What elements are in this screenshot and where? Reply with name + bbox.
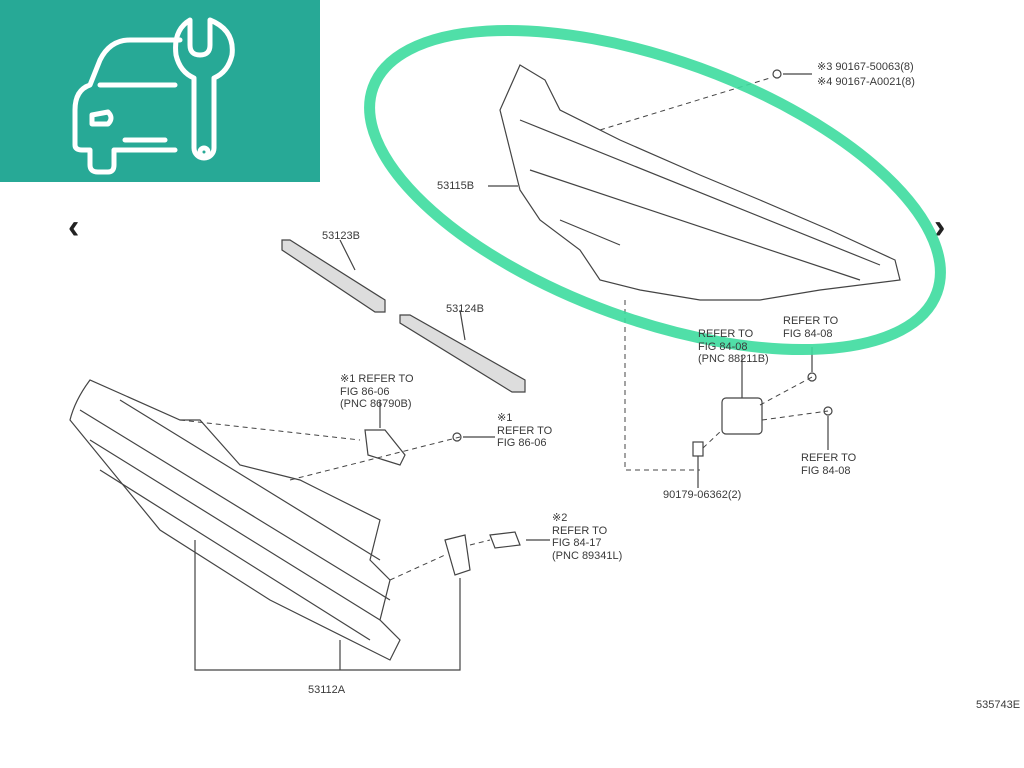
camera-screw-reference[interactable]: ※1 REFER TO FIG 86-06 xyxy=(497,412,553,449)
bolt-note-3: ※3 90167-50063(8) xyxy=(817,61,914,73)
part-53124b-shape xyxy=(399,314,526,393)
highlight-ellipse xyxy=(364,24,946,356)
part-53112a-shape xyxy=(69,379,401,661)
bolt-note-4: ※4 90167-A0021(8) xyxy=(817,76,915,88)
sensor-2-reference[interactable]: ※2 REFER TO FIG 84-17 (PNC 89341L) xyxy=(552,512,623,562)
part-label-53112a[interactable]: 53112A xyxy=(308,684,346,696)
part-53123b-shape xyxy=(281,239,386,313)
sensor-bracket-shape xyxy=(444,534,471,576)
sensor-shape xyxy=(721,397,763,435)
sensor-reference[interactable]: REFER TO FIG 84-08 (PNC 88211B) xyxy=(698,328,769,365)
clip-shape xyxy=(692,441,704,457)
camera-bracket-reference[interactable]: ※1 REFER TO FIG 86-06 (PNC 86790B) xyxy=(340,373,414,410)
sensor-2-shape xyxy=(489,531,521,549)
next-button[interactable]: › xyxy=(934,208,946,246)
part-label-53124b[interactable]: 53124B xyxy=(446,303,484,315)
figure-id: 535743E xyxy=(976,699,1021,711)
part-label-53115b[interactable]: 53115B xyxy=(437,180,475,192)
part-53115b-shape xyxy=(499,64,901,301)
previous-button[interactable]: ‹ xyxy=(68,208,80,246)
clip-part-label[interactable]: 90179-06362(2) xyxy=(663,489,742,501)
sensor-bolt-top-reference[interactable]: REFER TO FIG 84-08 xyxy=(783,315,839,340)
app-banner xyxy=(0,0,320,182)
sensor-bolt-right-reference[interactable]: REFER TO FIG 84-08 xyxy=(801,452,857,477)
part-label-53123b[interactable]: 53123B xyxy=(322,230,360,242)
car-wrench-icon xyxy=(72,17,235,175)
camera-bracket-shape xyxy=(364,429,406,466)
